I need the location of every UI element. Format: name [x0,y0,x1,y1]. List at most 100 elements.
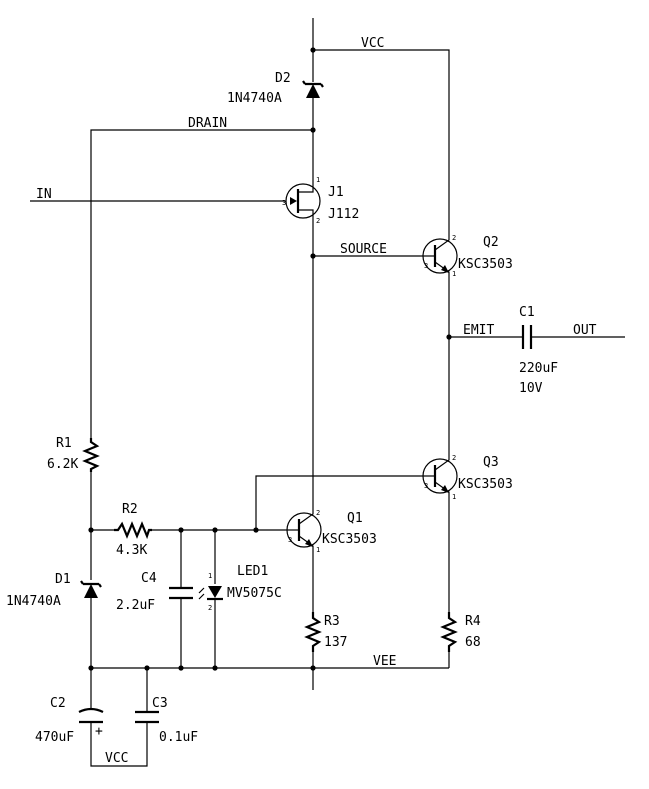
q1-value: KSC3503 [322,532,377,547]
pin-number: 1 [316,176,320,184]
c4-value: 2.2uF [116,598,155,613]
r4-ref: R4 [465,614,481,629]
r3-ref: R3 [324,614,340,629]
diode-d2 [302,80,324,98]
transistor-q1-collector [298,510,314,525]
q1-ref: Q1 [347,511,363,526]
transistor-q1-emitter [298,535,314,550]
q2-ref: Q2 [483,235,499,250]
capacitor-c2 [78,707,104,724]
wire-c2-c3-bottom [90,722,148,767]
pin-number: 1 [208,572,212,580]
d2-value: 1N4740A [227,91,282,106]
pin-number: 2 [316,217,320,225]
diode-d1-bar [80,580,102,588]
c1-ref: C1 [519,305,535,320]
junction-dot [88,527,94,533]
j1-value: J112 [328,207,359,222]
c4-ref: C4 [141,571,157,586]
junction-dot [144,665,150,671]
c1-rating: 10V [519,381,543,396]
led-led1-rays [198,587,205,600]
wire-q3-base [255,475,420,530]
junction-dot [178,527,184,533]
pin-number: 1 [452,270,456,278]
led-led1-triangle [208,586,222,598]
net-label-vcc-bottom: VCC [105,751,128,766]
capacitor-c3 [135,710,159,724]
pin-number: 1 [452,493,456,501]
pin-number: 2 [452,454,456,462]
junction-dot [310,127,316,133]
transistor-q3-collector [434,455,450,471]
j1-ref: J1 [328,185,344,200]
r2-value: 4.3K [116,543,147,558]
pin-number: 2 [316,509,320,517]
diode-d2-bar [302,80,324,88]
q3-value: KSC3503 [458,477,513,492]
junction-dot [88,665,94,671]
net-label-emit: EMIT [463,323,494,338]
d1-value: 1N4740A [6,594,61,609]
transistor-q2-arrow [441,265,449,273]
r4-value: 68 [465,635,481,650]
net-label-in: IN [36,187,52,202]
r3-value: 137 [324,635,347,650]
jfet-j1 [285,182,321,220]
pin-number: 2 [452,234,456,242]
diode-d1-triangle [84,584,98,598]
pin-number: 3 [288,536,292,544]
net-label-out: OUT [573,323,597,338]
d2-ref: D2 [275,71,291,86]
net-label-drain: DRAIN [188,116,227,131]
wires [30,18,625,767]
c2-polarity: + [95,724,103,739]
q2-value: KSC3503 [458,257,513,272]
junction-dot [212,527,218,533]
pin-number: 3 [424,262,428,270]
capacitor-c1 [521,325,533,349]
net-label-vcc-top: VCC [361,36,384,51]
resistor-r2 [114,521,152,540]
transistor-q2 [420,233,458,274]
pin-number: 3 [282,199,286,207]
d1-ref: D1 [55,572,71,587]
junction-dot [446,334,452,340]
junction-dot [212,665,218,671]
transistor-q3-arrow [441,485,449,493]
jfet-j1-gate-arrow [290,197,297,205]
c2-ref: C2 [50,696,66,711]
c2-value: 470uF [35,730,74,745]
led1-value: MV5075C [227,586,282,601]
c1-value: 220uF [519,361,558,376]
capacitor-c2-plate-top [78,707,104,713]
c3-ref: C3 [152,696,168,711]
resistor-r1 [82,438,100,472]
transistor-q3-emitter [434,481,450,497]
jfet-j1-drain-lead [298,182,314,193]
led1-ref: LED1 [237,564,268,579]
junction-dot [310,665,316,671]
junction-dot [310,47,316,53]
diode-d1 [80,580,102,598]
junction-dot [253,527,259,533]
net-label-vee: VEE [373,654,396,669]
jfet-j1-body [285,183,321,219]
transistor-q2-emitter [434,261,450,274]
led-led1 [198,586,223,601]
wire-drain [90,129,313,438]
pin-numbers: 1 2 3 2 1 3 2 1 3 2 1 3 1 2 [208,176,456,612]
capacitor-c4 [169,586,193,600]
resistor-r3 [304,612,322,652]
junction-dot [178,665,184,671]
net-label-source: SOURCE [340,242,387,257]
r2-ref: R2 [122,502,138,517]
diode-d2-triangle [306,84,320,98]
junction-dot [310,253,316,259]
transistor-q2-collector [434,233,450,251]
pin-number: 2 [208,604,212,612]
transistor-q1 [285,510,322,550]
transistor-q3 [420,455,458,497]
junctions [88,47,452,671]
